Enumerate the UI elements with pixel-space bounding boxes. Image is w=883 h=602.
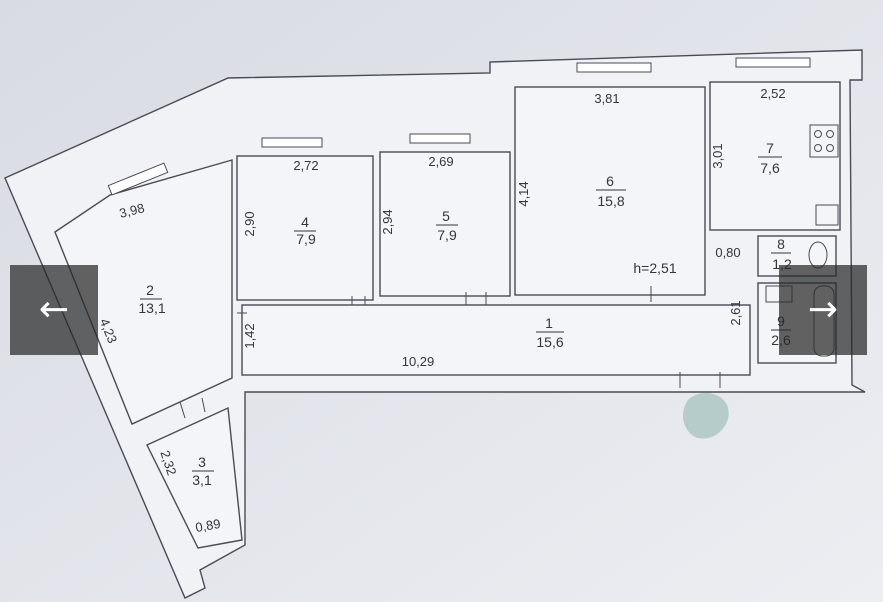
window-room-7 — [735, 57, 811, 68]
room-6-area: 15,8 — [597, 193, 624, 209]
window-room-6 — [576, 62, 652, 73]
dim-1029: 10,29 — [402, 354, 435, 369]
next-image-button[interactable]: → — [779, 265, 867, 355]
dim-089: 0,89 — [194, 516, 222, 535]
dim-142: 1,42 — [242, 323, 257, 348]
room-4-outline — [236, 155, 374, 301]
stove — [809, 124, 839, 158]
dim-080: 0,80 — [715, 245, 740, 260]
room-3-number: 3 — [198, 454, 206, 470]
window-room-2 — [107, 162, 169, 196]
room-2-area: 13,1 — [138, 300, 165, 316]
room-4-area: 7,9 — [296, 231, 316, 247]
dim-252: 2,52 — [760, 86, 785, 101]
room-3-outline — [146, 406, 243, 549]
arrow-right-icon: → — [807, 289, 839, 330]
dim-414: 4,14 — [516, 181, 531, 206]
room-7-number: 7 — [766, 140, 774, 156]
room-6-outline — [514, 86, 706, 296]
dim-294: 2,94 — [380, 209, 395, 234]
room-5-number: 5 — [442, 208, 450, 224]
previous-image-button[interactable]: ← — [10, 265, 98, 355]
room-7-outline — [709, 81, 841, 231]
dim-381: 3,81 — [594, 91, 619, 106]
window-room-5 — [409, 133, 471, 144]
dim-398: 3,98 — [118, 200, 146, 221]
room-5-area: 7,9 — [437, 227, 457, 243]
window-room-4 — [261, 137, 323, 148]
dim-261: 2,61 — [728, 300, 743, 325]
room-6-number: 6 — [606, 173, 614, 189]
arrow-left-icon: ← — [38, 289, 70, 330]
dim-301: 3,01 — [710, 143, 725, 168]
dim-269: 2,69 — [428, 154, 453, 169]
dim-232: 2,32 — [157, 448, 179, 477]
room-4-number: 4 — [301, 214, 309, 230]
room-1-outline — [241, 304, 751, 376]
room-2-number: 2 — [146, 282, 154, 298]
room-3-area: 3,1 — [192, 472, 212, 488]
room-1-number: 1 — [545, 315, 553, 331]
room-7-area: 7,6 — [760, 160, 780, 176]
dim-272: 2,72 — [293, 158, 318, 173]
kitchen-sink — [815, 204, 839, 226]
ceiling-height: h=2,51 — [633, 260, 676, 276]
room-1-area: 15,6 — [536, 334, 563, 350]
room-5-outline — [379, 151, 511, 297]
room-8-number: 8 — [777, 236, 785, 252]
dim-290: 2,90 — [242, 211, 257, 236]
water-stain — [683, 393, 729, 439]
room-2-outline — [54, 159, 233, 425]
